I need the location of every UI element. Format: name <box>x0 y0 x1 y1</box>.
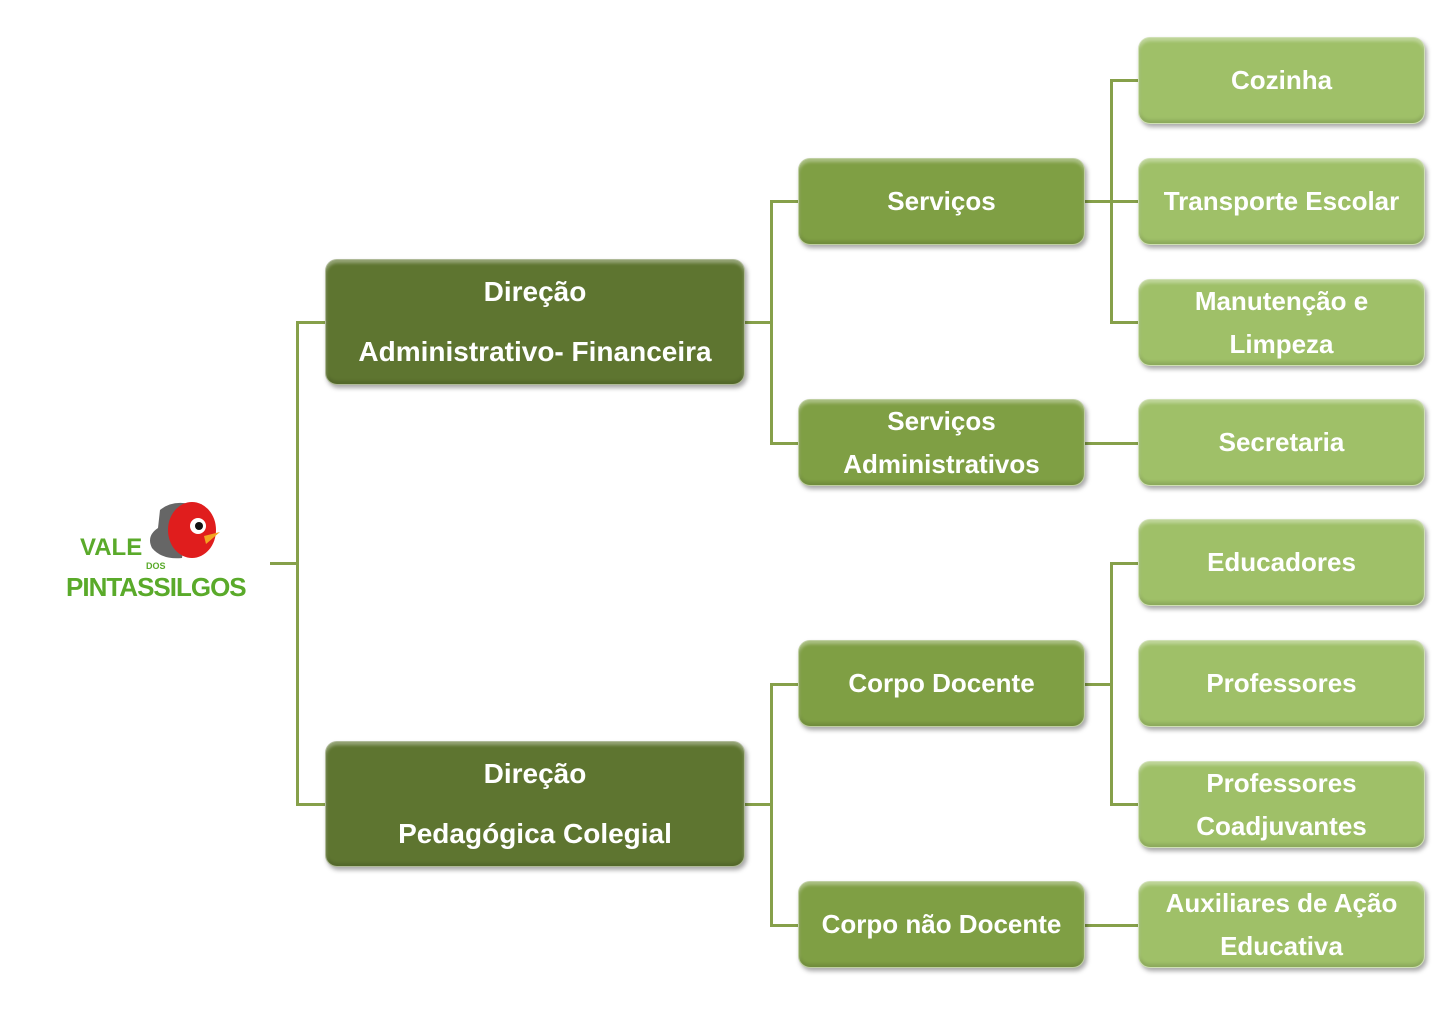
node-servicos-administrativos: Serviços Administrativos <box>798 399 1085 486</box>
connector <box>1110 200 1139 203</box>
connector <box>1084 683 1112 686</box>
node-manutencao-limpeza: Manutenção e Limpeza <box>1138 279 1425 366</box>
node-corpo-docente: Corpo Docente <box>798 640 1085 727</box>
node-label: Professores <box>1206 668 1357 698</box>
node-label: Pedagógica Colegial <box>398 818 672 849</box>
node-label: Coadjuvantes <box>1196 810 1367 841</box>
goldfinch-bird-icon <box>150 502 220 559</box>
connector <box>1110 803 1139 806</box>
connector <box>770 442 799 445</box>
connector <box>1084 200 1112 203</box>
connector <box>1084 924 1139 927</box>
connector <box>744 321 772 324</box>
node-label: Corpo Docente <box>848 668 1035 698</box>
node-corpo-nao-docente: Corpo não Docente <box>798 881 1085 968</box>
node-label: Serviços <box>887 405 996 436</box>
node-educadores: Educadores <box>1138 519 1425 606</box>
connector <box>770 200 773 445</box>
node-transporte-escolar: Transporte Escolar <box>1138 158 1425 245</box>
node-label: Secretaria <box>1218 427 1345 457</box>
connector <box>770 200 799 203</box>
connector <box>1084 442 1139 445</box>
connector <box>1110 79 1139 82</box>
logo-text-vale: VALE <box>80 534 143 561</box>
connector <box>770 924 799 927</box>
node-label: Direção <box>483 276 587 307</box>
connector <box>296 321 326 324</box>
node-auxiliares-acao-educativa: Auxiliares de Ação Educativa <box>1138 881 1425 968</box>
node-label: Professores <box>1206 767 1357 798</box>
node-label: Limpeza <box>1229 328 1334 359</box>
connector <box>744 803 772 806</box>
logo-text-pintassilgos: PINTASSILGOS <box>66 572 247 602</box>
node-label: Cozinha <box>1230 65 1333 95</box>
node-label: Transporte Escolar <box>1163 186 1400 216</box>
node-label: Manutenção e <box>1194 285 1369 316</box>
connector <box>296 803 326 806</box>
connector <box>770 683 799 686</box>
node-label: Educativa <box>1220 930 1343 961</box>
connector <box>1110 321 1139 324</box>
connector <box>270 562 298 565</box>
node-direcao-pedagogica-colegial: Direção Pedagógica Colegial <box>325 741 745 867</box>
node-cozinha: Cozinha <box>1138 37 1425 124</box>
node-label: Auxiliares de Ação <box>1165 887 1398 918</box>
node-label: Serviços <box>887 186 996 216</box>
logo-text-dos: DOS <box>146 561 166 571</box>
vale-dos-pintassilgos-logo: VALE DOS PINTASSILGOS <box>62 498 267 623</box>
node-professores-coadjuvantes: Professores Coadjuvantes <box>1138 761 1425 848</box>
connector <box>1110 562 1139 565</box>
node-label: Educadores <box>1207 547 1356 577</box>
connector <box>770 683 773 927</box>
node-professores: Professores <box>1138 640 1425 727</box>
node-secretaria: Secretaria <box>1138 399 1425 486</box>
node-direcao-administrativo-financeira: Direção Administrativo- Financeira <box>325 259 745 385</box>
connector <box>296 321 299 806</box>
node-label: Corpo não Docente <box>821 909 1062 939</box>
connector <box>1110 562 1113 806</box>
node-servicos: Serviços <box>798 158 1085 245</box>
node-label: Administrativo- Financeira <box>358 336 712 367</box>
node-label: Direção <box>483 758 587 789</box>
node-label: Administrativos <box>843 448 1040 479</box>
